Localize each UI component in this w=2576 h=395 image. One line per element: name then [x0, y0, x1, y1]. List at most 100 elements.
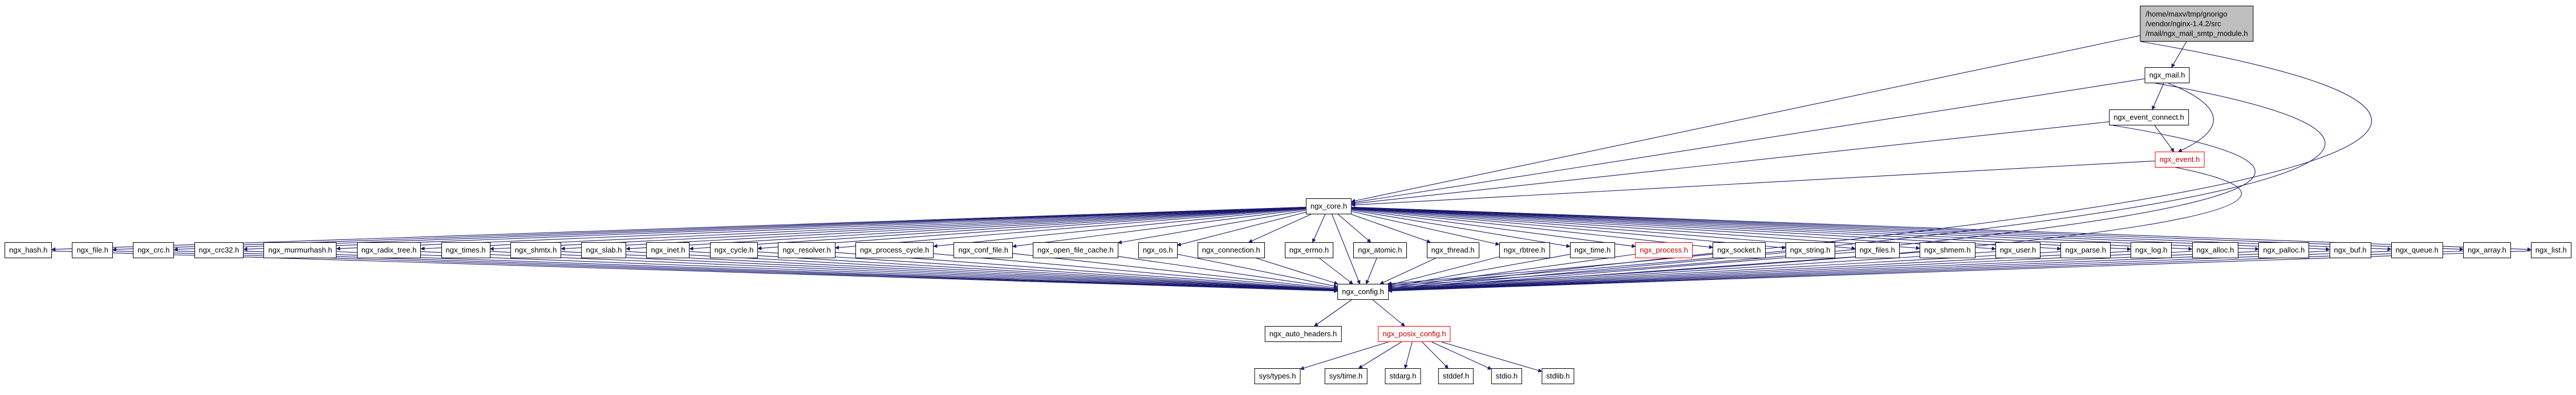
edge-ngx_posix_config-to-sys_time: [1358, 341, 1402, 369]
edge-ngx_core-to-ngx_config: [1332, 214, 1361, 284]
node-ngx_alloc[interactable]: ngx_alloc.h: [2192, 242, 2239, 258]
node-ngx_times[interactable]: ngx_times.h: [441, 242, 490, 258]
edge-ngx_crc32-to-ngx_config: [244, 251, 1338, 293]
node-ngx_process_cycle[interactable]: ngx_process_cycle.h: [855, 242, 934, 258]
graph-row-2: ngx_event_connect.h: [0, 109, 2576, 125]
edge-ngx_core-to-ngx_string: [1352, 208, 1786, 250]
edge-ngx_core-to-ngx_slab: [626, 207, 1306, 251]
edge-ngx_core-to-ngx_parse: [1352, 207, 2062, 251]
node-ngx_event_connect[interactable]: ngx_event_connect.h: [2109, 109, 2189, 125]
graph-row-4: ngx_core.h: [0, 198, 2576, 214]
edge-ngx_core-to-ngx_resolver: [834, 207, 1306, 250]
edge-ngx_core-to-ngx_thread: [1351, 214, 1431, 243]
node-ngx_cycle[interactable]: ngx_cycle.h: [709, 242, 758, 258]
edge-ngx_core-to-ngx_atomic: [1337, 214, 1372, 243]
node-ngx_resolver[interactable]: ngx_resolver.h: [778, 242, 835, 258]
edge-ngx_open_file_cache-to-ngx_config: [1118, 256, 1338, 290]
edge-ngx_event_connect-to-ngx_config: [1388, 125, 2255, 288]
node-ngx_inet[interactable]: ngx_inet.h: [646, 242, 690, 258]
node-ngx_radix_tree[interactable]: ngx_radix_tree.h: [356, 242, 421, 258]
edge-ngx_time-to-ngx_config: [1388, 254, 1570, 289]
edge-ngx_core-to-ngx_log: [1352, 207, 2132, 251]
node-stddef[interactable]: stddef.h: [1438, 368, 1474, 384]
node-ngx_file[interactable]: ngx_file.h: [72, 242, 113, 258]
edge-ngx_core-to-ngx_palloc: [1352, 207, 2259, 251]
edge-ngx_event_connect-to-ngx_event: [2154, 125, 2175, 152]
node-ngx_log[interactable]: ngx_log.h: [2131, 242, 2172, 258]
node-ngx_conf_file[interactable]: ngx_conf_file.h: [954, 242, 1013, 258]
edge-ngx_core-to-ngx_socket: [1352, 208, 1714, 249]
graph-row-0: /home/maxv/tmp/gnorigo /vendor/nginx-1.4…: [0, 6, 2576, 42]
edge-ngx_times-to-ngx_config: [490, 251, 1338, 293]
node-ngx_mail[interactable]: ngx_mail.h: [2144, 67, 2190, 83]
node-ngx_slab[interactable]: ngx_slab.h: [581, 242, 627, 258]
node-ngx_time[interactable]: ngx_time.h: [1569, 242, 1616, 258]
edge-ngx_core-to-ngx_process: [1352, 209, 1636, 249]
edge-ngx_string-to-ngx_config: [1388, 252, 1786, 291]
node-ngx_queue[interactable]: ngx_queue.h: [2391, 242, 2443, 258]
edge-ngx_core-to-ngx_user: [1352, 207, 1996, 251]
edge-ngx_mail-to-ngx_core: [1351, 78, 2145, 205]
edge-group: [51, 35, 2532, 373]
node-ngx_thread[interactable]: ngx_thread.h: [1426, 242, 1479, 258]
edge-ngx_cycle-to-ngx_config: [758, 251, 1338, 292]
edge-ngx_posix_config-to-stdio: [1431, 341, 1492, 370]
edge-ngx_murmurhash-to-ngx_config: [336, 251, 1338, 293]
node-ngx_user[interactable]: ngx_user.h: [1995, 242, 2041, 258]
edge-ngx_palloc-to-ngx_config: [1388, 251, 2259, 293]
node-ngx_buf[interactable]: ngx_buf.h: [2329, 242, 2371, 258]
node-sys_time[interactable]: sys/time.h: [1324, 368, 1368, 384]
edge-ngx_core-to-ngx_hash: [51, 206, 1306, 251]
graph-row-8: sys/types.h sys/time.h stdarg.h stddef.h std…: [0, 368, 2576, 384]
edge-ngx_atomic-to-ngx_config: [1365, 258, 1377, 284]
edge-ngx_mail-to-ngx_event_connect: [2152, 83, 2164, 110]
node-ngx_core[interactable]: ngx_core.h: [1305, 198, 1352, 214]
edge-ngx_core-to-ngx_process_cycle: [933, 208, 1306, 249]
node-ngx_connection[interactable]: ngx_connection.h: [1197, 242, 1265, 258]
node-ngx_posix_config[interactable]: ngx_posix_config.h: [1378, 326, 1451, 342]
edge-ngx_core-to-ngx_shmem: [1352, 207, 1920, 250]
edge-ngx_event-to-ngx_config: [1388, 163, 2242, 290]
edge-ngx_socket-to-ngx_config: [1388, 253, 1713, 291]
node-ngx_shmtx[interactable]: ngx_shmtx.h: [510, 242, 562, 258]
node-ngx_os[interactable]: ngx_os.h: [1138, 242, 1178, 258]
node-ngx_socket[interactable]: ngx_socket.h: [1713, 242, 1766, 258]
node-ngx_errno[interactable]: ngx_errno.h: [1284, 242, 1334, 258]
edge-ngx_core-to-ngx_os: [1177, 211, 1306, 247]
node-stdio[interactable]: stdio.h: [1491, 368, 1523, 384]
edge-ngx_core-to-ngx_alloc: [1352, 207, 2193, 251]
edge-ngx_rbtree-to-ngx_config: [1388, 256, 1499, 287]
edge-ngx_shmem-to-ngx_config: [1388, 251, 1920, 292]
node-ngx_process[interactable]: ngx_process.h: [1635, 242, 1693, 258]
edge-ngx_core-to-ngx_cycle: [757, 207, 1306, 251]
node-ngx_hash[interactable]: ngx_hash.h: [5, 242, 52, 258]
node-ngx_atomic[interactable]: ngx_atomic.h: [1353, 242, 1407, 258]
node-ngx_auto_headers[interactable]: ngx_auto_headers.h: [1264, 326, 1342, 342]
node-ngx_list[interactable]: ngx_list.h: [2530, 242, 2571, 258]
node-ngx_array[interactable]: ngx_array.h: [2463, 242, 2511, 258]
node-ngx_shmem[interactable]: ngx_shmem.h: [1919, 242, 1975, 258]
node-ngx_palloc[interactable]: ngx_palloc.h: [2258, 242, 2310, 258]
edge-root-to-ngx_mail: [2171, 41, 2187, 68]
node-ngx_open_file_cache[interactable]: ngx_open_file_cache.h: [1033, 242, 1118, 258]
node-ngx_parse[interactable]: ngx_parse.h: [2060, 242, 2111, 258]
node-stdlib[interactable]: stdlib.h: [1541, 368, 1575, 384]
node-ngx_crc[interactable]: ngx_crc.h: [133, 242, 175, 258]
edge-ngx_posix_config-to-stdarg: [1403, 341, 1413, 369]
edge-ngx_posix_config-to-stddef: [1422, 341, 1449, 369]
node-ngx_config[interactable]: ngx_config.h: [1337, 284, 1389, 300]
node-ngx_crc32[interactable]: ngx_crc32.h: [194, 242, 244, 258]
edge-ngx_errno-to-ngx_config: [1319, 258, 1353, 284]
node-ngx_event[interactable]: ngx_event.h: [2155, 152, 2205, 168]
node-stdarg[interactable]: stdarg.h: [1385, 368, 1421, 384]
node-ngx_murmurhash[interactable]: ngx_murmurhash.h: [263, 242, 337, 258]
node-ngx_rbtree[interactable]: ngx_rbtree.h: [1499, 242, 1550, 258]
node-ngx_files[interactable]: ngx_files.h: [1855, 242, 1900, 258]
node-sys_types[interactable]: sys/types.h: [1254, 368, 1301, 384]
edge-ngx_core-to-ngx_errno: [1312, 214, 1326, 243]
edge-ngx_core-to-ngx_conf_file: [1012, 209, 1306, 249]
edge-ngx_radix_tree-to-ngx_config: [421, 251, 1338, 293]
node-ngx_string[interactable]: ngx_string.h: [1785, 242, 1835, 258]
